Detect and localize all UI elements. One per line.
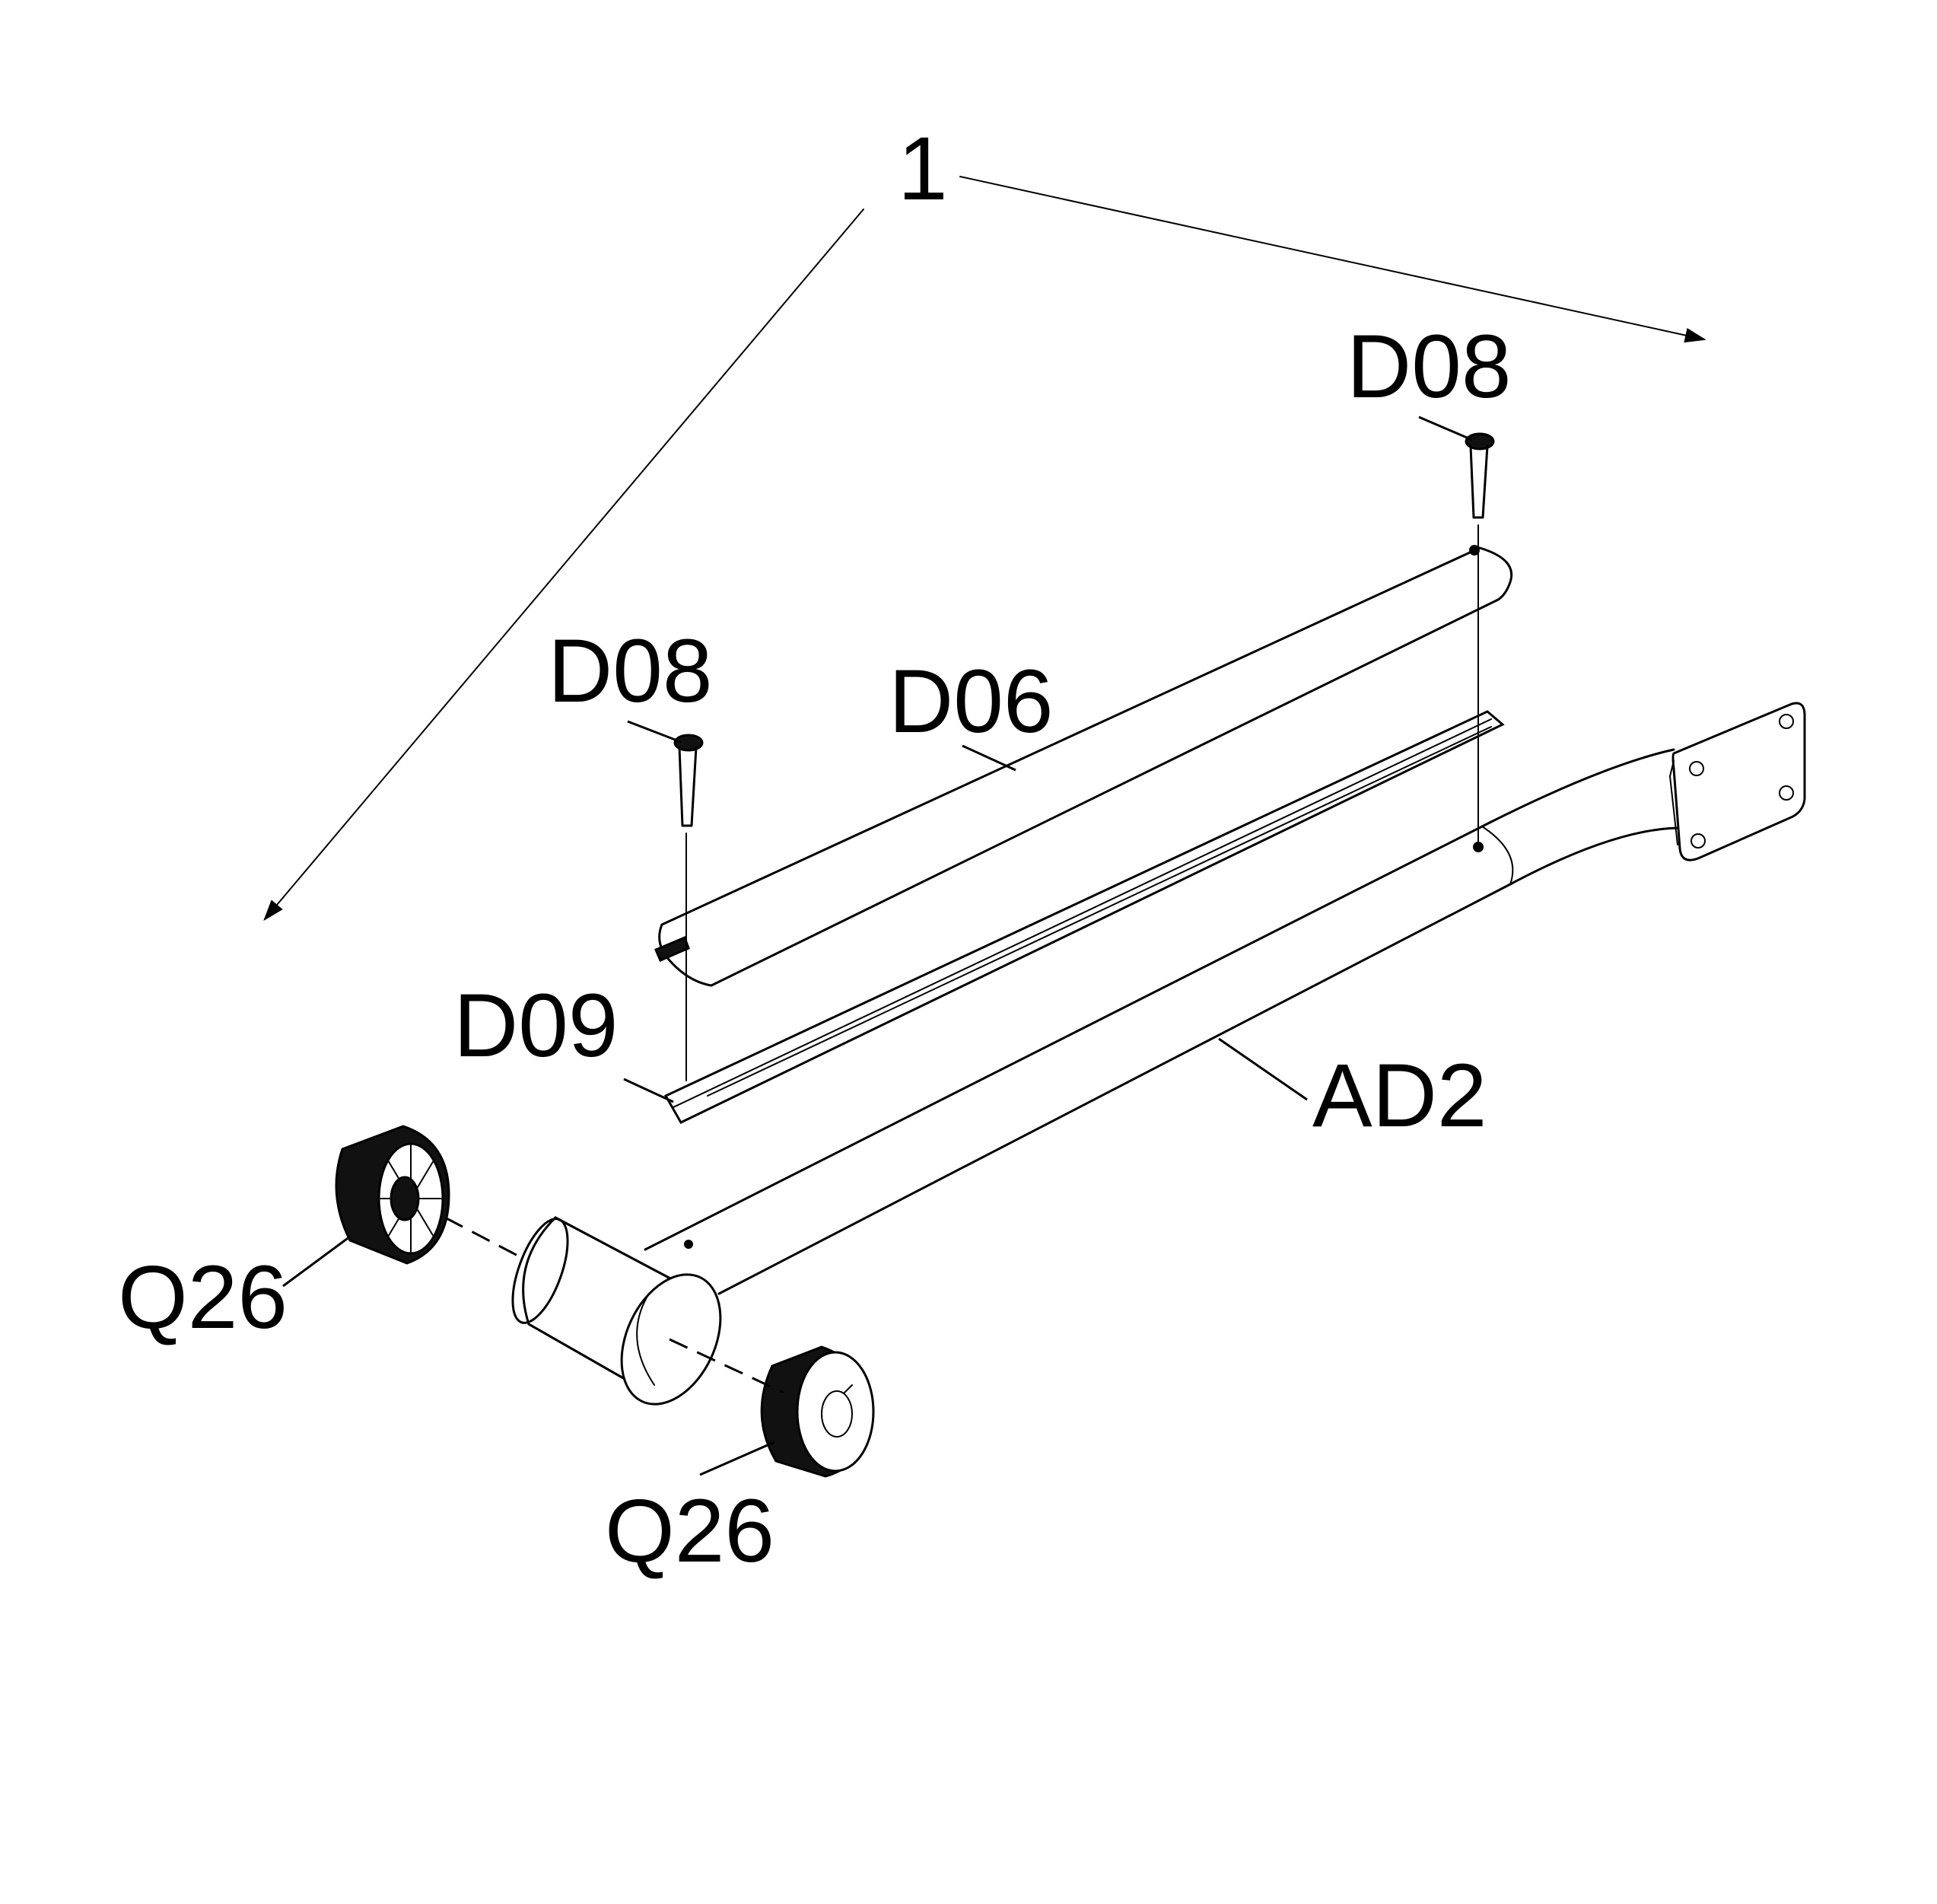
leader-main-tube bbox=[1218, 1037, 1308, 1101]
tube-front-sleeve bbox=[511, 1216, 722, 1406]
leader-bolt-top bbox=[1418, 416, 1473, 441]
leader-bolt-left bbox=[627, 720, 682, 743]
cap-left-assembly-line bbox=[444, 1216, 526, 1261]
assembly-arrow-left bbox=[263, 209, 864, 922]
label-main-tube: AD2 bbox=[1312, 1046, 1487, 1146]
label-bolt-left: D08 bbox=[548, 621, 712, 721]
cap-bottom-assembly-line bbox=[669, 1338, 784, 1394]
main-tube bbox=[644, 748, 1679, 1295]
leader-strip bbox=[623, 1078, 674, 1103]
label-assembly: 1 bbox=[898, 119, 948, 219]
assembly-arrow-right bbox=[959, 176, 1706, 343]
bolt-left bbox=[673, 734, 704, 1081]
label-cap-left: Q26 bbox=[118, 1247, 288, 1348]
leader-cap-bottom bbox=[699, 1441, 775, 1476]
cap-left bbox=[335, 1125, 450, 1265]
leader-cap-left bbox=[282, 1235, 351, 1288]
mounting-plate bbox=[1669, 702, 1806, 861]
upper-bar bbox=[654, 545, 1512, 987]
label-strip: D09 bbox=[453, 976, 618, 1076]
leader-upper-bar bbox=[962, 744, 1016, 772]
cap-bottom bbox=[760, 1345, 875, 1478]
label-bolt-top: D08 bbox=[1347, 317, 1511, 417]
label-cap-bottom: Q26 bbox=[605, 1481, 774, 1581]
strip bbox=[663, 710, 1505, 1124]
label-upper-bar: D06 bbox=[889, 651, 1053, 752]
bolt-top bbox=[1465, 432, 1495, 845]
